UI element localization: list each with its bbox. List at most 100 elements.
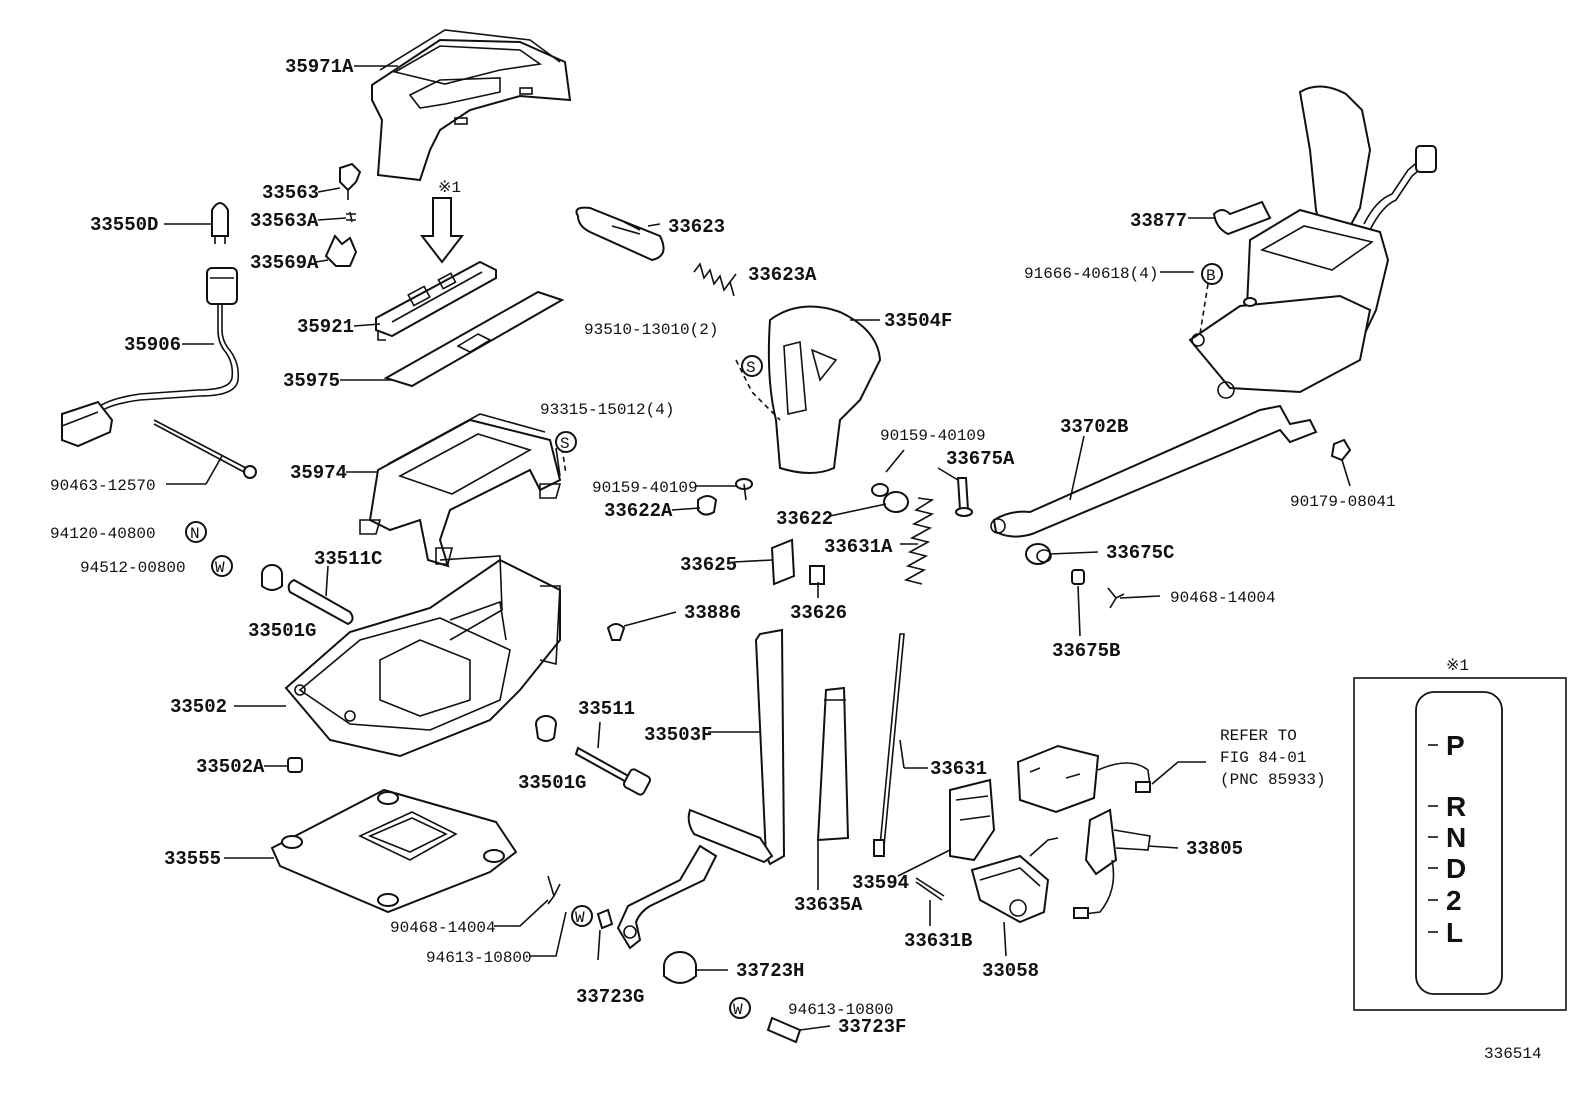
part-33723h-grommet [663, 951, 697, 984]
symbol-s-2: S [560, 435, 570, 453]
label-33563a: 33563A [250, 210, 319, 232]
label-33635a: 33635A [794, 894, 863, 916]
label-93315: 93315-15012(4) [540, 401, 674, 419]
part-35974-bracket [359, 413, 562, 568]
part-33569a-spring [324, 234, 358, 267]
label-35971a: 35971A [285, 56, 354, 78]
symbol-w-2: W [575, 909, 585, 927]
part-33623a-spring [693, 262, 735, 297]
label-33569a: 33569A [250, 252, 319, 274]
label-94613-right: 94613-10800 [788, 1001, 894, 1019]
part-33622-cap [871, 483, 909, 513]
label-35906: 35906 [124, 334, 181, 356]
part-33511-bolt [574, 746, 651, 796]
gear-d: D [1446, 853, 1466, 884]
part-33631a-spring [903, 497, 935, 585]
part-33626-clip [809, 565, 825, 585]
part-33877-label [1212, 200, 1272, 236]
gear-l: L [1446, 917, 1463, 948]
w-marker-1 [211, 555, 233, 577]
part-33635a-plate [816, 686, 850, 842]
part-33631b-pin [915, 877, 945, 901]
label-35975: 35975 [283, 370, 340, 392]
label-33501g-mid: 33501G [518, 772, 586, 794]
label-33631: 33631 [930, 758, 987, 780]
figure-number: 336514 [1484, 1045, 1542, 1063]
part-33675c-grommet [1025, 543, 1052, 565]
part-33594-switch [949, 778, 996, 862]
part-33675b-collar [1071, 569, 1085, 585]
label-33631b: 33631B [904, 930, 972, 952]
label-33511c: 33511C [314, 548, 382, 570]
part-33502a-nut [287, 757, 303, 773]
part-33511c-pin [287, 578, 354, 626]
leader-lines [164, 65, 1351, 1031]
label-94512: 94512-00800 [80, 559, 186, 577]
part-35906-harness [61, 267, 240, 448]
label-33886: 33886 [684, 602, 741, 624]
label-33511: 33511 [578, 698, 635, 720]
label-91666: 91666-40618(4) [1024, 265, 1158, 283]
note-arrow [419, 197, 465, 264]
gear-ticks [1428, 744, 1438, 933]
part-33501g-bush [261, 564, 283, 591]
symbol-b: B [1206, 267, 1216, 285]
label-33555: 33555 [164, 848, 221, 870]
label-33675b: 33675B [1052, 640, 1120, 662]
label-90468-left: 90468-14004 [390, 919, 496, 937]
label-33622a: 33622A [604, 500, 673, 522]
part-33723f-bolt [766, 1016, 802, 1044]
gear-n: N [1446, 822, 1466, 853]
part-33504f-knob [767, 305, 882, 474]
refer-line-2: FIG 84-01 [1220, 749, 1306, 767]
symbol-markers: S S B N W W W [185, 263, 1223, 1019]
label-33550d: 33550D [90, 214, 158, 236]
label-33723g: 33723G [576, 986, 644, 1008]
part-33886-clip [606, 623, 626, 641]
part-33623-cover [575, 206, 665, 262]
label-33504f: 33504F [884, 310, 952, 332]
label-33723h: 33723H [736, 960, 804, 982]
label-33723f: 33723F [838, 1016, 906, 1038]
refer-line-1: REFER TO [1220, 727, 1297, 745]
label-33502: 33502 [170, 696, 227, 718]
label-33675a: 33675A [946, 448, 1015, 470]
part-33675a-bolt [955, 477, 973, 517]
part-90468-clip-left [547, 875, 561, 905]
part-35975-plate [383, 290, 565, 388]
label-33503f: 33503F [644, 724, 712, 746]
part-35921-lamp-holder [375, 260, 497, 341]
label-33625: 33625 [680, 554, 737, 576]
symbol-w-1: W [215, 559, 225, 577]
label-33563: 33563 [262, 182, 319, 204]
symbol-n: N [190, 525, 200, 543]
part-33501g-bush-mid [535, 715, 557, 742]
part-33555-cover [270, 788, 518, 914]
part-33563-clip [339, 162, 362, 200]
s-marker-1 [741, 355, 763, 377]
label-35974: 35974 [290, 462, 347, 484]
gear-r: R [1446, 791, 1466, 822]
s-marker-2 [555, 431, 577, 453]
part-labels: 35971A ※1 33563 33563A 33550D 33569A 359… [50, 56, 1542, 1063]
note-mark: ※1 [438, 179, 461, 197]
label-94120: 94120-40800 [50, 525, 156, 543]
symbol-w-3: W [733, 1001, 743, 1019]
part-33805-unit [1073, 808, 1151, 919]
label-33594: 33594 [852, 872, 909, 894]
part-33622a-cap [697, 495, 718, 516]
label-33058: 33058 [982, 960, 1039, 982]
label-35921: 35921 [297, 316, 354, 338]
part-connector-box [1016, 744, 1151, 814]
label-93510: 93510-13010(2) [584, 321, 718, 339]
label-90468-right: 90468-14004 [1170, 589, 1276, 607]
label-90159-right: 90159-40109 [880, 427, 986, 445]
part-33502-base [284, 555, 561, 758]
label-94613-left: 94613-10800 [426, 949, 532, 967]
label-33622: 33622 [776, 508, 833, 530]
inset-gear-indicator: P R N D 2 L ※1 [1353, 657, 1567, 1011]
symbol-s-1: S [746, 359, 756, 377]
label-33631a: 33631A [824, 536, 893, 558]
